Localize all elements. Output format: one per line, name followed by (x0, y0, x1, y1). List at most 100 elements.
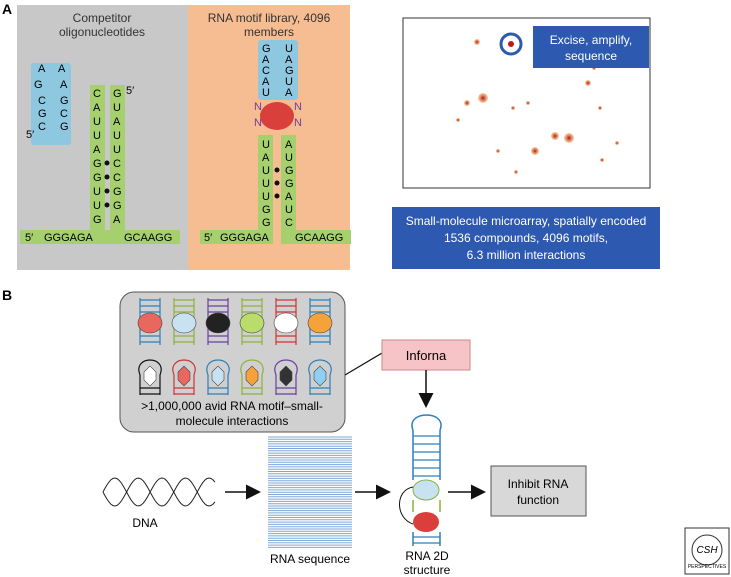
excise-text-1: Excise, amplify, (550, 33, 632, 47)
nucleotide: U (93, 116, 101, 128)
motif-icon (138, 359, 162, 395)
nucleotide: G (113, 186, 122, 198)
nucleotide: G (93, 172, 102, 184)
nucleotide: U (285, 43, 293, 55)
motif-icon (308, 359, 332, 395)
dna-helix (102, 477, 216, 507)
competitor-left-strand: GGGAGA (44, 232, 94, 244)
nucleotide: C (285, 217, 293, 229)
nucleotide: U (113, 144, 121, 156)
svg-text:C: C (60, 108, 68, 120)
nucleotide: C (113, 172, 121, 184)
nucleotide: A (262, 76, 270, 88)
nucleotide: A (285, 87, 293, 99)
nucleotide: U (262, 165, 270, 177)
library-title-1: RNA motif library, 4096 (208, 11, 331, 25)
motif-icon (205, 298, 231, 345)
nucleotide: A (285, 139, 293, 151)
nucleotide: U (93, 130, 101, 142)
n-label: N (254, 101, 262, 113)
motif-icon (307, 298, 333, 345)
svg-text:C: C (38, 121, 46, 133)
microarray-text-3: 6.3 million interactions (467, 248, 586, 262)
svg-text:G: G (60, 121, 69, 133)
library-title-2: members (244, 25, 294, 39)
library-right-strand: GCAAGG (295, 232, 343, 244)
microarray-text-1: Small-molecule microarray, spatially enc… (406, 214, 647, 228)
nucleotide: G (113, 88, 122, 100)
dna-label: DNA (132, 516, 157, 530)
rna-sequence-stack (268, 436, 352, 548)
inhibit-text-1: Inhibit RNA (508, 477, 569, 491)
panel-b-label: B (2, 287, 12, 303)
nucleotide: G (262, 43, 271, 55)
excise-text-2: sequence (565, 49, 617, 63)
nucleotide: A (262, 54, 270, 66)
n-label: N (254, 117, 262, 129)
rna-sequence-label: RNA sequence (270, 552, 350, 566)
nucleotide: G (113, 200, 122, 212)
interactions-text-2: molecule interactions (176, 414, 289, 428)
nucleotide: U (262, 139, 270, 151)
motif-icon (172, 359, 196, 395)
nucleotide: U (262, 178, 270, 190)
library-left-strand: GGGAGA (220, 232, 270, 244)
nucleotide: A (262, 152, 270, 164)
motif-icon (239, 298, 265, 345)
nucleotide: U (93, 200, 101, 212)
nucleotide: G (285, 165, 294, 177)
competitor-right-strand: GCAAGG (124, 232, 172, 244)
nucleotide: G (93, 214, 102, 226)
inhibit-box (490, 465, 587, 517)
inforna-label: Inforna (406, 348, 447, 363)
microarray-info-box (392, 207, 660, 269)
connector-line (344, 352, 383, 376)
nucleotide: G (262, 217, 271, 229)
nucleotide: U (113, 130, 121, 142)
svg-text:A: A (58, 63, 66, 75)
nucleotide: U (262, 191, 270, 203)
svg-text:A: A (60, 79, 68, 91)
nucleotide: G (93, 158, 102, 170)
five-prime-label: 5′ (26, 129, 34, 141)
competitor-top-five-prime: 5′ (126, 85, 134, 97)
logo-text-2: PERSPECTIVES (688, 564, 727, 570)
nucleotide: G (285, 178, 294, 190)
excise-box (533, 26, 649, 68)
nucleotide: A (93, 102, 101, 114)
rna-2d-label-1: RNA 2D (405, 549, 449, 563)
svg-text:G: G (60, 95, 69, 107)
svg-text:C: C (38, 95, 46, 107)
n-label: N (294, 101, 302, 113)
library-five-prime: 5′ (204, 232, 212, 244)
interactions-text-1: >1,000,000 avid RNA motif–small- (141, 399, 323, 413)
motif-icon (273, 298, 299, 345)
motif-icon (274, 359, 298, 395)
panel-a-label: A (2, 1, 12, 17)
rna-2d-label-2: structure (404, 563, 451, 577)
nucleotide: U (285, 152, 293, 164)
nucleotide: C (93, 88, 101, 100)
nucleotide: A (93, 144, 101, 156)
motif-icon (206, 359, 230, 395)
nucleotide: A (113, 116, 121, 128)
nucleotide: G (285, 65, 294, 77)
nucleotide: C (113, 158, 121, 170)
nucleotide: G (262, 204, 271, 216)
svg-text:G: G (34, 79, 43, 91)
motif-icon (137, 298, 163, 345)
nucleotide: A (285, 54, 293, 66)
competitor-five-prime: 5′ (25, 232, 33, 244)
selected-spot-ring (499, 32, 523, 56)
nucleotide: U (285, 204, 293, 216)
inforna-box (381, 339, 471, 371)
nucleotide: U (285, 76, 293, 88)
nucleotide: U (113, 102, 121, 114)
rna-2d-structure (399, 414, 442, 546)
svg-text:G: G (38, 108, 47, 120)
nucleotide: A (285, 191, 293, 203)
